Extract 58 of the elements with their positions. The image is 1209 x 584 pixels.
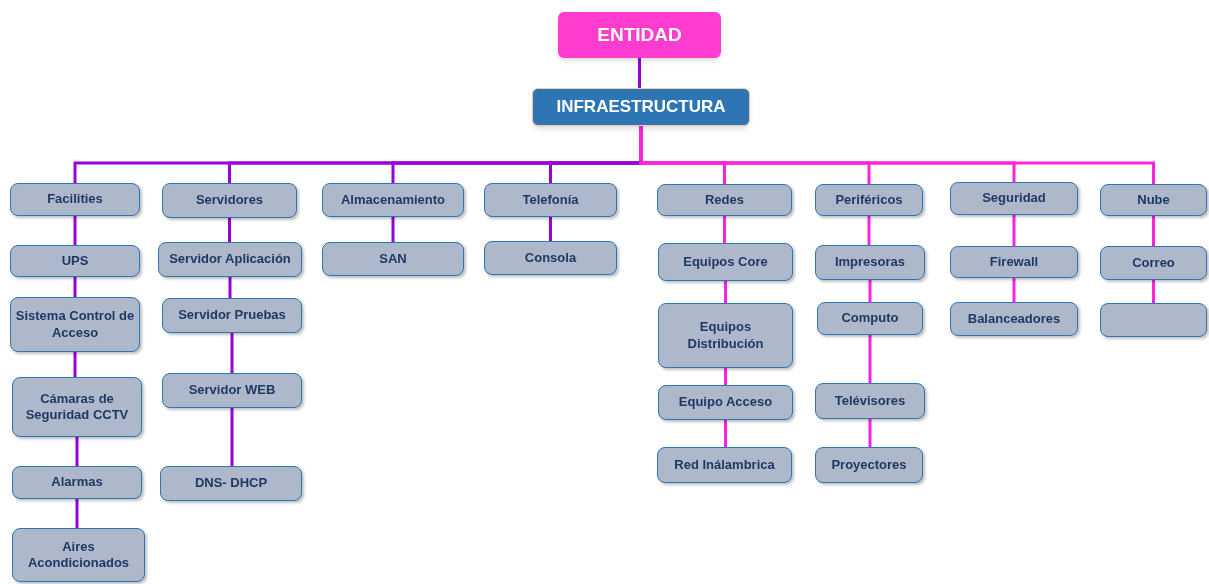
connector-line	[867, 216, 871, 245]
connector-line	[230, 333, 234, 373]
category-box: Servidor Aplicación	[158, 242, 302, 277]
category-box: Consola	[484, 241, 617, 275]
connector-line	[230, 408, 234, 466]
category-box: Red Inálambrica	[657, 447, 792, 483]
category-box: Equipos Core	[658, 243, 793, 281]
title-box: ENTIDAD	[558, 12, 721, 58]
category-box: SAN	[322, 242, 464, 276]
category-box: UPS	[10, 245, 140, 277]
connector-line	[868, 280, 872, 302]
category-box: Facilities	[10, 183, 140, 216]
category-box: Telefonía	[484, 183, 617, 217]
category-box: Seguridad	[950, 182, 1078, 215]
category-box: Servidor WEB	[162, 373, 302, 408]
category-box: Telévisores	[815, 383, 925, 419]
category-box: Proyectores	[815, 447, 923, 483]
category-box: Servidores	[162, 183, 297, 218]
category-box: Balanceadores	[950, 302, 1078, 336]
title-box: INFRAESTRUCTURA	[532, 88, 750, 126]
connector-line	[723, 216, 726, 243]
connector-line	[724, 281, 727, 303]
connector-line	[391, 217, 395, 242]
connector-line	[724, 368, 727, 385]
category-box: Cámaras de Seguridad CCTV	[12, 377, 142, 437]
category-box: Alarmas	[12, 466, 142, 499]
category-box: DNS- DHCP	[160, 466, 302, 501]
category-box: Equipos Distribución	[658, 303, 793, 368]
category-box: Computo	[817, 302, 923, 335]
category-box: Nube	[1100, 184, 1207, 216]
category-box: Servidor Pruebas	[162, 298, 302, 333]
connector-line	[1152, 216, 1155, 246]
connector-line	[639, 126, 1155, 184]
category-box: Redes	[657, 184, 792, 216]
category-box: Almacenamiento	[322, 183, 464, 217]
connector-line	[73, 277, 77, 297]
connector-line	[638, 58, 641, 88]
connector-line	[75, 437, 79, 466]
connector-line	[75, 499, 79, 528]
connector-line	[228, 277, 232, 298]
category-box: Periféricos	[815, 184, 923, 216]
category-box: Sistema Control de Acceso	[10, 297, 140, 352]
connector-line	[1152, 280, 1155, 303]
category-box: Correo	[1100, 246, 1207, 280]
connector-line	[1012, 215, 1016, 246]
category-box: Impresoras	[815, 245, 925, 280]
connector-line	[549, 217, 552, 241]
category-box: Equipo Acceso	[658, 385, 793, 420]
connector-line	[868, 419, 872, 447]
category-box	[1100, 303, 1207, 337]
connector-line	[228, 218, 231, 242]
connector-line	[73, 216, 77, 245]
category-box: Firewall	[950, 246, 1078, 278]
connector-line	[1012, 278, 1016, 302]
category-box: Aires Acondicionados	[12, 528, 145, 582]
connector-line	[868, 335, 872, 383]
connector-line	[724, 420, 727, 447]
connector-line	[73, 352, 77, 377]
